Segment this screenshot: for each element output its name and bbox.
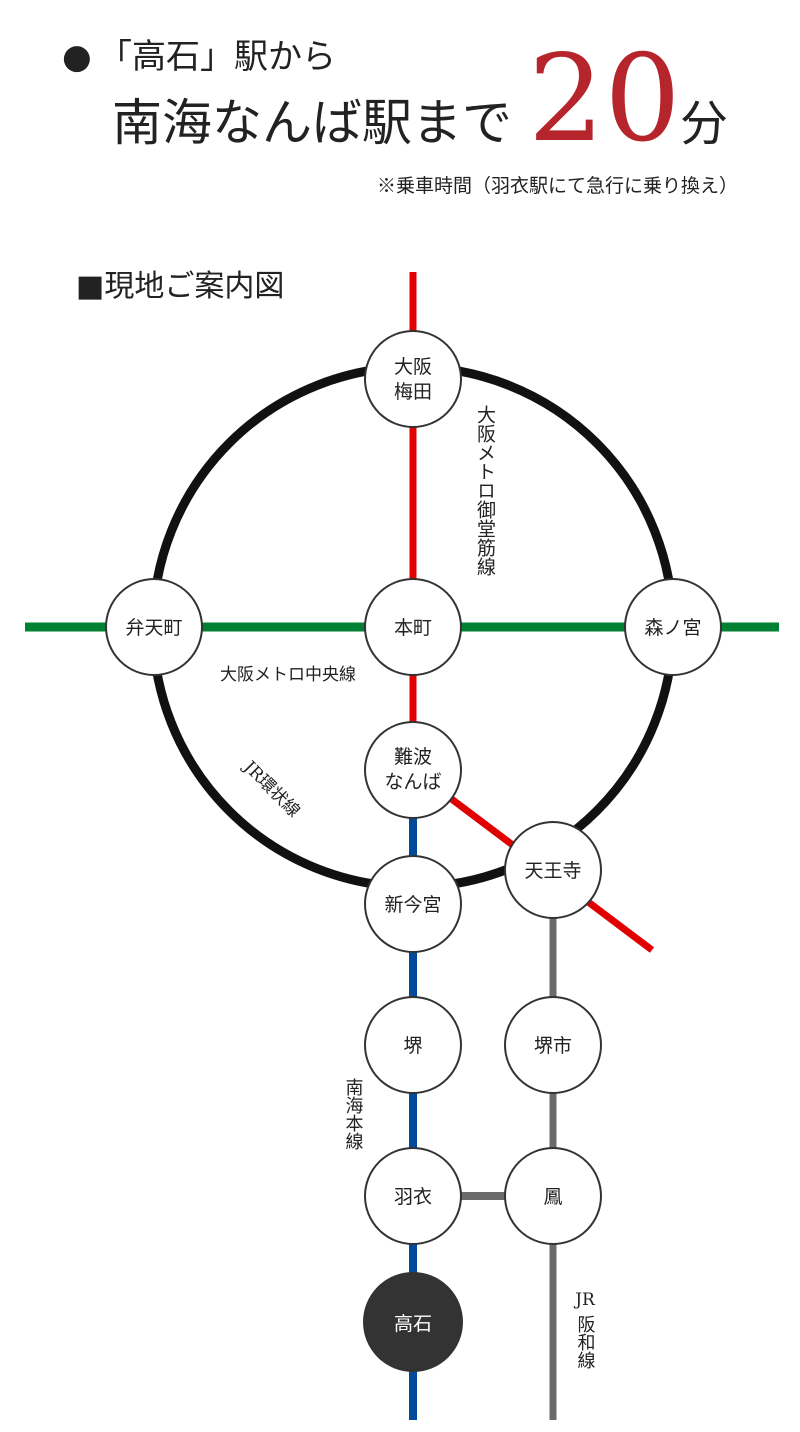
header-note: ※乗車時間（羽衣駅にて急行に乗り換え） <box>377 175 738 197</box>
station-shinimamiya: 新今宮 <box>364 855 462 953</box>
station-label: 鳳 <box>543 1186 562 1208</box>
station-takaishi: 高石 <box>363 1272 463 1372</box>
station-hagoromo: 羽衣 <box>364 1147 462 1245</box>
line-label-hanwa-jr: JR <box>573 1290 596 1310</box>
bullet-icon: ● <box>62 37 92 77</box>
line-label-midosuji: 大阪メトロ御堂筋線 <box>474 405 496 576</box>
station-label-highlight: 高石 <box>394 1313 432 1335</box>
line-label-loop: JR環状線 <box>238 756 303 821</box>
station-label: 堺市 <box>534 1035 572 1057</box>
station-label: 弁天町 <box>125 617 182 639</box>
header: ● 「高石」駅から 南海なんば駅まで 20 分 ※乗車時間（羽衣駅にて急行に乗り… <box>62 30 738 197</box>
station-label: 新今宮 <box>384 894 441 916</box>
station-label: 難波 <box>394 746 432 768</box>
header-line2: 南海なんば駅まで <box>112 94 512 152</box>
station-label: 森ノ宮 <box>644 617 701 639</box>
station-umeda: 大阪 梅田 <box>364 330 462 428</box>
line-label-chuo: 大阪メトロ中央線 <box>220 665 356 685</box>
station-sakai: 堺 <box>364 996 462 1094</box>
minutes-unit: 分 <box>680 96 728 152</box>
station-label: なんば <box>384 771 441 793</box>
station-honmachi: 本町 <box>364 578 462 676</box>
map-title: ■現地ご案内図 <box>76 269 284 304</box>
minutes-value: 20 <box>528 30 681 169</box>
station-label: 梅田 <box>394 381 432 403</box>
station-label: 本町 <box>394 617 432 639</box>
station-namba: 難波 なんば <box>364 721 462 819</box>
station-tennoji: 天王寺 <box>504 821 602 919</box>
station-label: 羽衣 <box>394 1186 432 1208</box>
station-sakaishi: 堺市 <box>504 996 602 1094</box>
line-label-nankai: 南海本線 <box>343 1078 364 1150</box>
station-otori: 鳳 <box>504 1147 602 1245</box>
station-label: 大阪 <box>394 356 432 378</box>
header-line1: 「高石」駅から <box>98 37 336 77</box>
line-label-hanwa: 阪和線 <box>575 1315 596 1369</box>
station-bentencho: 弁天町 <box>105 578 203 676</box>
station-label: 天王寺 <box>524 860 581 882</box>
station-morinomiya: 森ノ宮 <box>624 578 722 676</box>
station-label: 堺 <box>403 1035 422 1057</box>
